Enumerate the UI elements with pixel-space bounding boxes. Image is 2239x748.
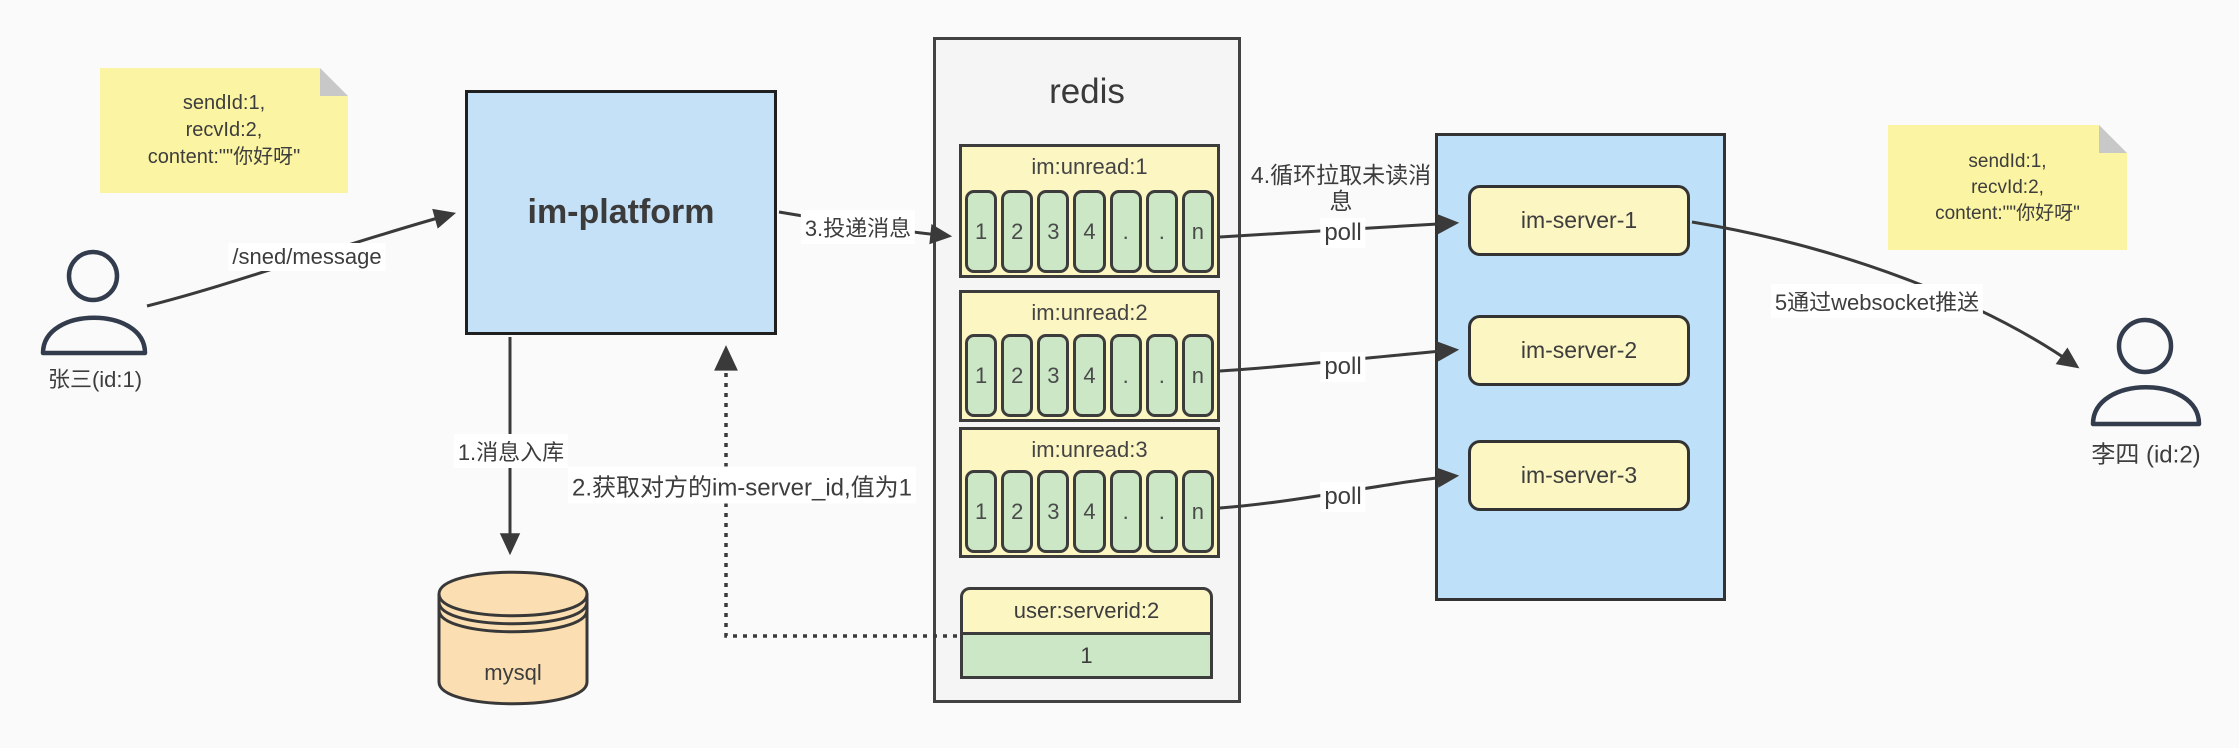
queue-cell: 3	[1037, 334, 1070, 417]
note-fold-corner-icon	[320, 68, 348, 96]
queue-cell: 3	[1037, 190, 1070, 273]
queue-cell: 2	[1001, 190, 1034, 273]
queue-cell: .	[1109, 470, 1142, 553]
note-line: content:""你好呀"	[1935, 202, 2080, 224]
queue-cell: .	[1145, 334, 1178, 417]
queue-cell: .	[1109, 190, 1142, 273]
websocket-push-edge-label: 5通过websocket推送	[1770, 284, 1984, 318]
deliver-edge-label: 3.投递消息	[800, 210, 916, 244]
queue-cells: 1 2 3 4 . . n	[965, 470, 1214, 553]
note-line: content:""你好呀"	[147, 146, 301, 168]
queue-cell: .	[1109, 334, 1142, 417]
queue-cell: n	[1181, 470, 1214, 553]
queue-cell: 1	[965, 470, 998, 553]
queue-cell: 2	[1001, 334, 1034, 417]
queue-im-unread-1: im:unread:1 1 2 3 4 . . n	[959, 144, 1220, 278]
queue-cell: 4	[1073, 470, 1106, 553]
mysql-database-icon: mysql	[437, 570, 589, 706]
im-server-1-box: im-server-1	[1468, 185, 1690, 256]
queue-header: im:unread:3	[1031, 437, 1148, 462]
receiver-label: 李四 (id:2)	[2091, 441, 2201, 469]
im-server-3-label: im-server-3	[1520, 462, 1638, 488]
mysql-label: mysql	[484, 660, 541, 685]
queue-im-unread-3: im:unread:3 1 2 3 4 . . n	[959, 427, 1220, 558]
queue-cell: .	[1145, 190, 1178, 273]
note-fold-corner-icon	[2099, 125, 2127, 153]
queue-cell: n	[1181, 190, 1214, 273]
poll-3-edge-label: poll	[1320, 482, 1366, 512]
im-server-2-box: im-server-2	[1468, 315, 1690, 386]
lookup-edge-label: 2.获取对方的im-server_id,值为1	[567, 466, 917, 504]
queue-header: im:unread:1	[1031, 154, 1148, 179]
queue-cell: 4	[1073, 334, 1106, 417]
note-line: sendId:1,	[1968, 150, 2047, 172]
note-line: sendId:1,	[182, 92, 266, 114]
queue-cell: 1	[965, 334, 998, 417]
edge-lookup-serverid-dashed-arrow	[714, 345, 957, 638]
im-platform-box: im-platform	[465, 90, 777, 335]
redis-title: redis	[1049, 72, 1125, 111]
pull-unread-edge-label: 4.循环拉取未读消息	[1250, 162, 1432, 214]
queue-cells: 1 2 3 4 . . n	[965, 190, 1214, 273]
sender-label: 张三(id:1)	[47, 367, 143, 392]
receiver-person-icon	[2090, 317, 2202, 427]
queue-cell: 4	[1073, 190, 1106, 273]
queue-cells: 1 2 3 4 . . n	[965, 334, 1214, 417]
queue-cell: 1	[965, 190, 998, 273]
note-line: recvId:2,	[185, 119, 263, 141]
poll-1-edge-label: poll	[1320, 218, 1366, 248]
queue-cell: 3	[1037, 470, 1070, 553]
im-server-1-label: im-server-1	[1520, 207, 1638, 233]
sender-person-icon	[40, 249, 148, 356]
queue-header: im:unread:2	[1031, 300, 1148, 325]
queue-cell: .	[1145, 470, 1178, 553]
im-platform-label: im-platform	[527, 193, 715, 231]
send-message-edge-label: /sned/message	[228, 243, 386, 271]
im-server-3-box: im-server-3	[1468, 440, 1690, 511]
edge-websocket-push-arrow	[1691, 220, 2080, 369]
kv-user-serverid: user:serverid:2 1	[960, 587, 1213, 679]
im-server-2-label: im-server-2	[1520, 337, 1638, 363]
note-line: recvId:2,	[1971, 176, 2044, 198]
kv-value: 1	[960, 635, 1213, 679]
receiver-message-note: sendId:1, recvId:2, content:""你好呀"	[1888, 125, 2127, 250]
poll-2-edge-label: poll	[1320, 352, 1366, 382]
queue-im-unread-2: im:unread:2 1 2 3 4 . . n	[959, 290, 1220, 422]
sender-message-note: sendId:1, recvId:2, content:""你好呀"	[100, 68, 348, 193]
kv-header: user:serverid:2	[960, 587, 1213, 635]
store-edge-label: 1.消息入库	[453, 434, 569, 468]
queue-cell: n	[1181, 334, 1214, 417]
queue-cell: 2	[1001, 470, 1034, 553]
